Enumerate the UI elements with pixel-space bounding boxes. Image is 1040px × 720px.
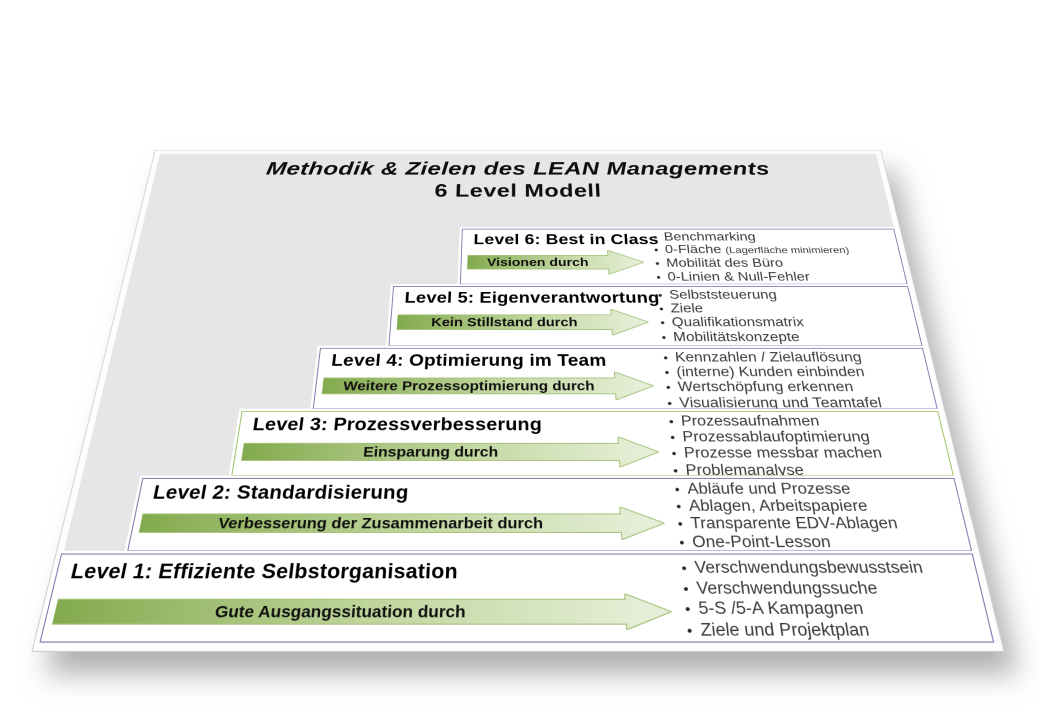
level-5-bullets: Selbststeuerung Ziele Qualifikationsmatr… [657,288,807,344]
bullet-item: Ziele und Projektplan [686,620,938,641]
bullet-item: Wertschöpfung erkennen [665,380,880,395]
level-5-arrow-icon: Kein Stillstand durch [396,309,650,336]
level-row-1: Level 1: Effiziente Selbstorganisation G… [39,553,995,643]
level-5-arrow-label: Kein Stillstand durch [430,315,578,330]
level-row-2: Level 2: Standardisierung Verbesserung d… [127,477,973,552]
bullet-item: Ablagen, Arbeitspapiere [676,498,896,515]
level-row-6: Level 6: Best in Class Visionen durch Be… [459,228,908,285]
level-1-arrow-label: Gute Ausgangssituation durch [213,602,466,622]
bullet-item: Prozesse messbar machen [671,446,884,462]
slide-title: Methodik & Zielen des LEAN Managements 6… [143,159,893,202]
level-2-heading: Level 2: Standardisierung [151,482,410,504]
level-5-heading: Level 5: Eigenverantwortung [404,290,661,307]
level-3-arrow-icon: Einsparung durch [240,436,661,468]
bullet-item: 5-S /5-A Kampagnen [684,599,934,620]
level-1-bullets: Verschwendungsbewusstsein Verschwendungs… [681,559,939,642]
level-row-3: Level 3: Prozessverbesserung Einsparung … [231,410,954,479]
bullet-item: Prozessaufnahmen [668,414,877,430]
level-3-arrow-label: Einsparung durch [362,443,499,460]
level-3-heading: Level 3: Prozessverbesserung [251,415,543,435]
level-row-5: Level 5: Eigenverantwortung Kein Stillst… [388,286,923,347]
level-6-arrow-label: Visionen durch [486,255,589,269]
level-2-arrow-label: Verbesserung der Zusammenarbeit durch [216,514,544,532]
title-line-1: Methodik & Zielen des LEAN Managements [264,158,772,179]
bullet-note: (Lagerfläche minimieren) [724,245,851,256]
bullet-item: Qualifikationsmatrix [660,316,805,330]
bullet-item: Problemanalyse [672,462,887,479]
bullet-item: Benchmarking [652,231,847,244]
bullet-item: Mobilitätskonzepte [661,330,808,344]
bullet-item: Abläufe und Prozesse [674,481,892,498]
bullet-item: 0-Linien & Null-Fehler [656,270,856,283]
bullet-item: 0-Fläche (Lagerfläche minimieren) [654,244,851,258]
bullet-item: Ziele [659,302,803,316]
level-4-heading: Level 4: Optimierung im Team [330,352,607,371]
bullet-item: Transparente EDV-Ablagen [677,515,899,533]
level-6-heading: Level 6: Best in Class [473,232,660,248]
level-row-4: Level 4: Optimierung im Team Weitere Pro… [312,347,938,411]
bullet-item: (interne) Kunden einbinden [664,365,877,380]
level-4-arrow-icon: Weitere Prozessoptimierung durch [320,371,655,401]
level-3-bullets: Prozessaufnahmen Prozessablaufoptimierun… [668,414,887,479]
level-4-arrow-label: Weitere Prozessoptimierung durch [342,378,595,394]
bullet-item: Selbststeuerung [657,288,800,302]
bullet-item: Verschwendungsbewusstsein [681,559,925,579]
title-line-2: 6 Level Modell [433,179,603,201]
bullet-item: Verschwendungssuche [683,579,930,600]
level-4-bullets: Kennzahlen / Zielauflösung (interne) Kun… [663,350,883,410]
level-1-heading: Level 1: Effiziente Selbstorganisation [68,560,459,584]
lean-slide: Methodik & Zielen des LEAN Managements 6… [31,149,1005,653]
level-2-bullets: Abläufe und Prozesse Ablagen, Arbeitspap… [674,481,903,551]
bullet-item: Prozessablaufoptimierung [670,429,881,445]
level-1-arrow-icon: Gute Ausgangssituation durch [50,593,674,630]
bullet-item: Kennzahlen / Zielauflösung [663,350,874,365]
bullet-item: One-Point-Lesson [679,533,903,551]
level-2-arrow-icon: Verbesserung der Zusammenarbeit durch [137,506,666,540]
bullet-item: Mobilität des Büro [655,257,854,270]
bullet-item: Visualisierung und Teamtafel [667,395,883,410]
level-6-bullets: Benchmarking 0-Fläche (Lagerfläche minim… [652,231,856,284]
level-6-arrow-icon: Visionen durch [466,250,645,275]
